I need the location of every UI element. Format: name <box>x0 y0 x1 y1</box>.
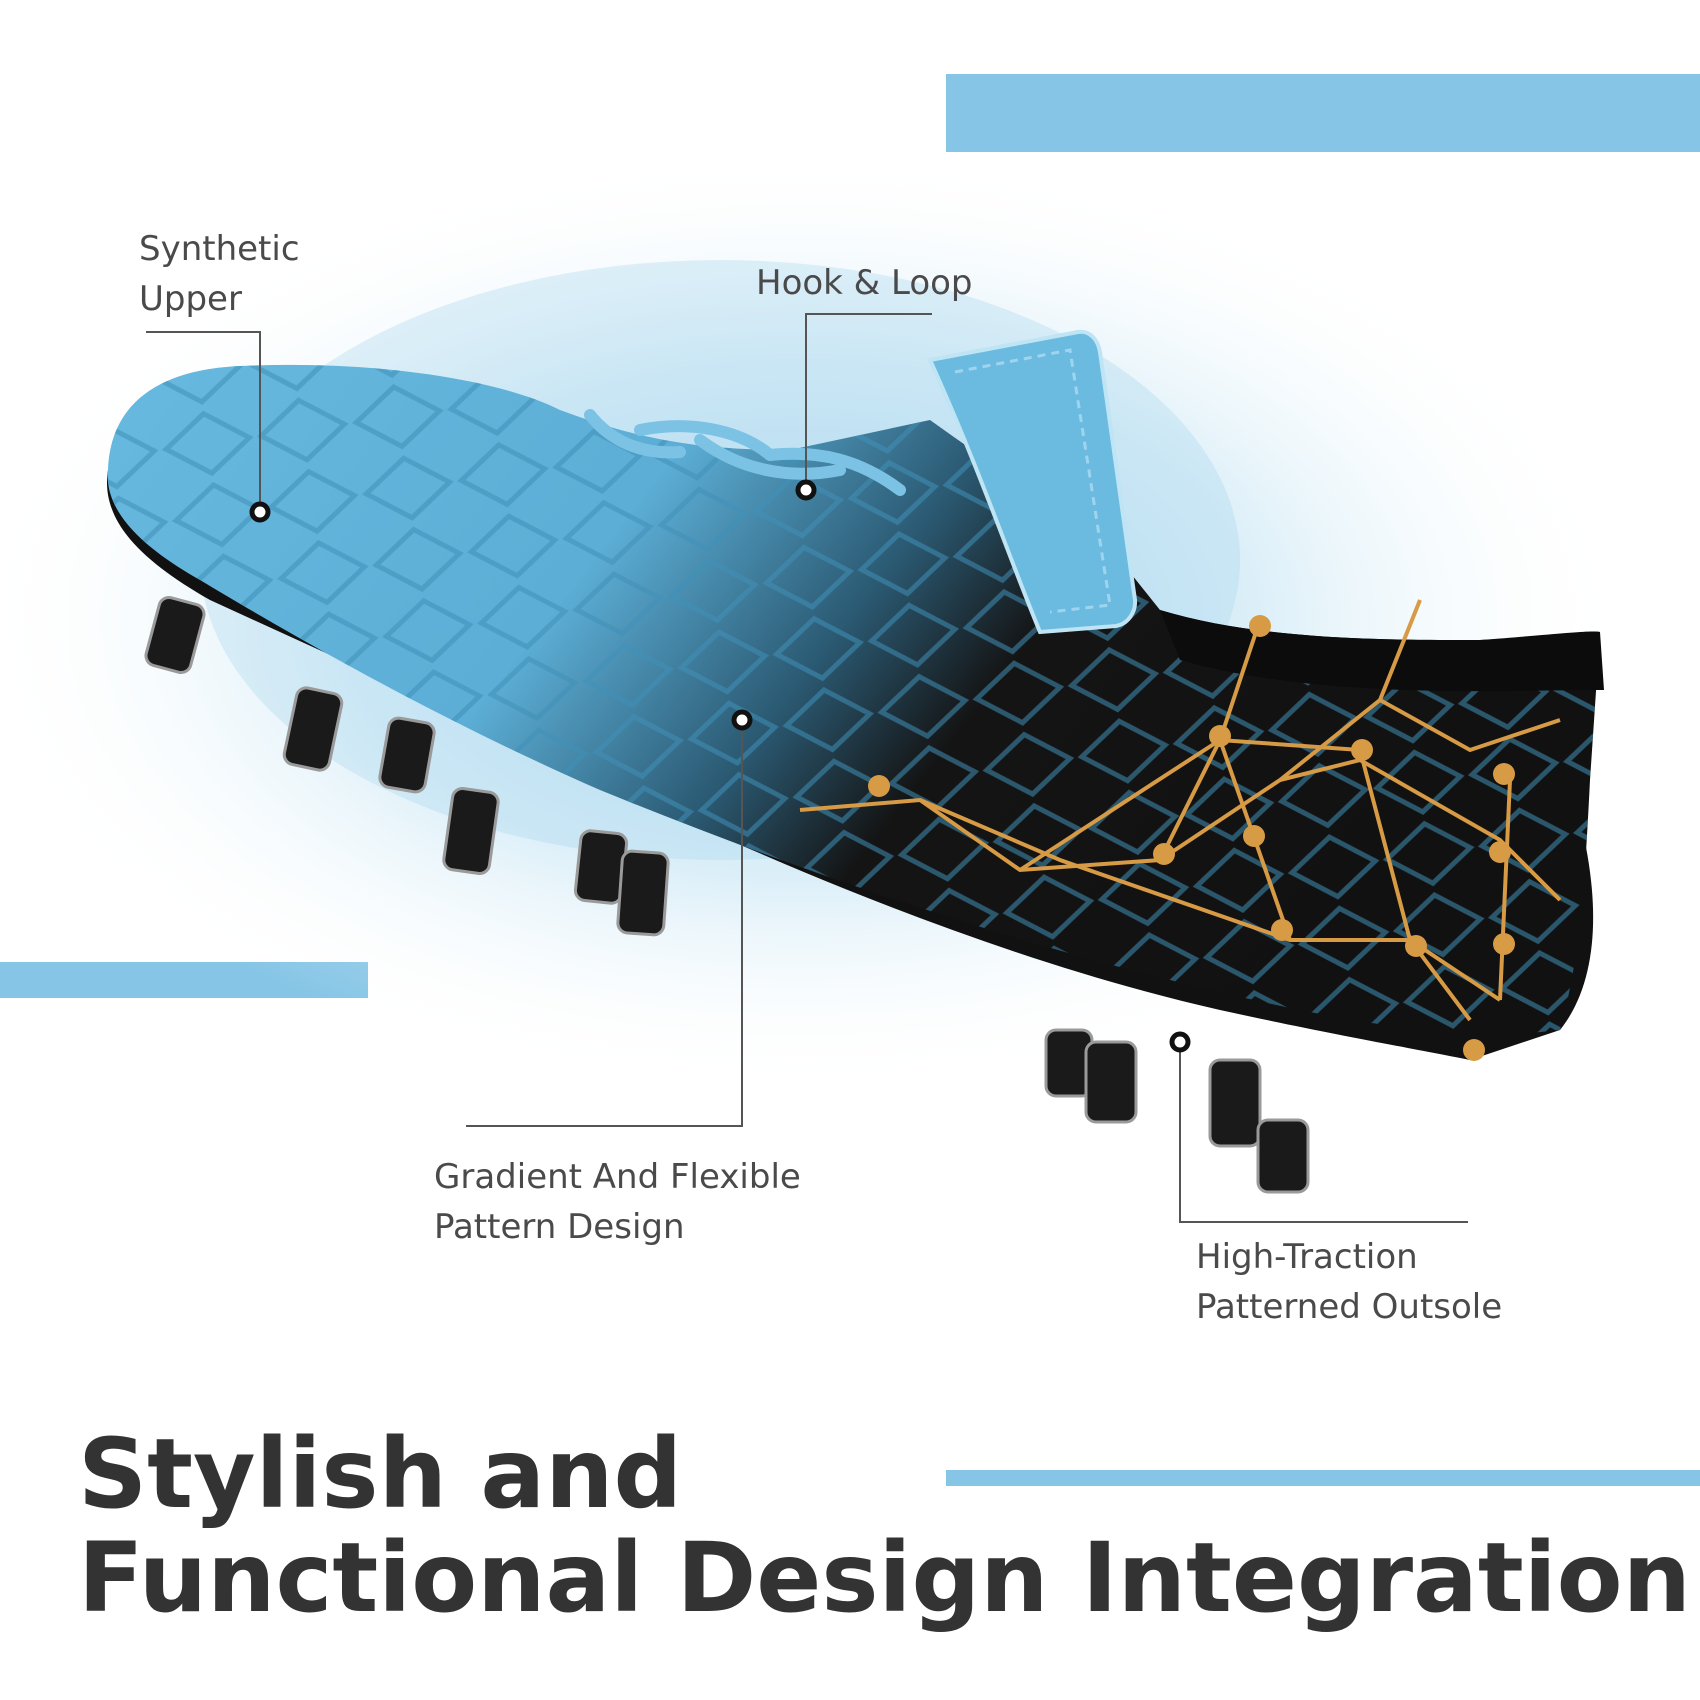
callout-gradient-pattern-line1: Gradient And Flexible <box>434 1157 801 1197</box>
marker-synthetic-upper <box>249 501 271 523</box>
callout-synthetic-upper-line1: Synthetic <box>139 229 300 269</box>
callout-synthetic-upper-line2: Upper <box>139 279 242 319</box>
headline-line1: Stylish and <box>78 1418 683 1530</box>
leader-synthetic-upper <box>146 331 261 512</box>
strap-stitch <box>954 348 1112 614</box>
accent-bar-bottom <box>946 1470 1700 1486</box>
callout-markers <box>249 479 1191 1053</box>
leader-lines <box>146 313 1468 1223</box>
accent-bar-top <box>946 74 1700 152</box>
studs <box>144 595 1310 1194</box>
callout-outsole: High-Traction Patterned Outsole <box>1196 1232 1502 1332</box>
headline-line2: Functional Design Integration <box>78 1522 1691 1634</box>
marker-hook-loop <box>795 479 817 501</box>
callout-synthetic-upper: Synthetic Upper <box>139 224 300 324</box>
callout-outsole-line1: High-Traction <box>1196 1237 1418 1277</box>
strap <box>927 329 1138 635</box>
callout-gradient-pattern: Gradient And Flexible Pattern Design <box>434 1152 801 1252</box>
leader-gradient <box>466 720 743 1127</box>
headline: Stylish and Functional Design Integratio… <box>78 1422 1691 1630</box>
callout-hook-loop-line1: Hook & Loop <box>756 263 973 303</box>
marker-gradient <box>731 709 753 731</box>
leader-hook-loop <box>805 313 932 490</box>
callout-hook-loop: Hook & Loop <box>756 258 973 308</box>
gold-pattern-nodes <box>868 615 1515 1061</box>
callout-gradient-pattern-line2: Pattern Design <box>434 1207 685 1247</box>
callout-outsole-line2: Patterned Outsole <box>1196 1287 1503 1327</box>
shoe-collar <box>1160 610 1604 692</box>
leader-outsole <box>1179 1042 1468 1223</box>
upper-texture <box>107 364 1600 1034</box>
laces <box>584 409 906 496</box>
marker-outsole <box>1169 1031 1191 1053</box>
